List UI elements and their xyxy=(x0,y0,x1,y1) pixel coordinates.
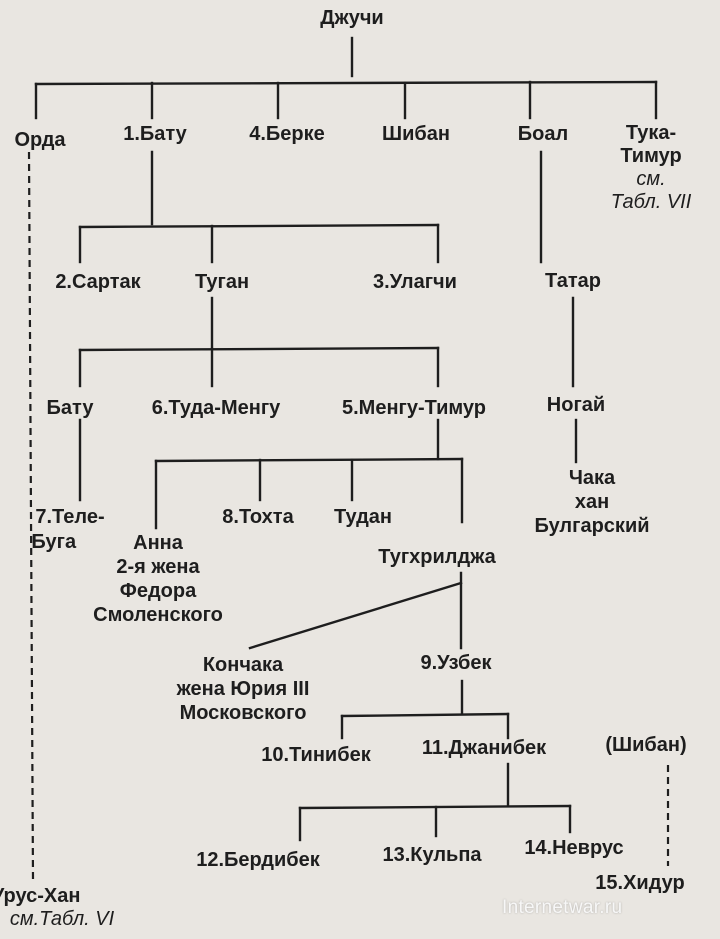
node-ulagchi: 3.Улагчи xyxy=(373,271,457,293)
node-nevrus: 14.Неврус xyxy=(524,837,624,859)
node-batu-1: 1.Бату xyxy=(123,123,187,145)
connector xyxy=(34,80,658,86)
watermark: Internetwar.ru xyxy=(502,897,623,918)
node-tuka-timur: Тука- Тимур см. Табл. VII xyxy=(610,122,692,213)
node-shiban: Шибан xyxy=(382,123,450,145)
node-tugan: Туган xyxy=(194,271,250,293)
connector xyxy=(154,457,464,463)
dashed-connector-orda xyxy=(27,151,35,881)
node-batu-2: Бату xyxy=(46,397,94,419)
node-tuda-mengu: 6.Туда-Менгу xyxy=(151,397,281,419)
node-konchaka: Кончака жена Юрия III Московского xyxy=(176,654,310,724)
node-tokhta: 8.Тохта xyxy=(222,506,294,528)
node-anna: Анна 2-я жена Федора Смоленского xyxy=(93,532,223,626)
node-shiban-2: (Шибан) xyxy=(605,734,687,756)
connector xyxy=(78,346,440,352)
node-nogai: Ногай xyxy=(546,394,606,416)
node-orda: Орда xyxy=(14,129,66,151)
node-tatar: Татар xyxy=(545,270,601,292)
node-uzbek: 9.Узбек xyxy=(420,652,492,674)
node-boal: Боал xyxy=(517,123,569,145)
node-urus-khan: Урус-Хан см.Табл. VI xyxy=(0,885,115,930)
node-mengu-timur: 5.Менгу-Тимур xyxy=(341,397,487,419)
node-berke: 4.Берке xyxy=(249,123,325,145)
node-tudan: Тудан xyxy=(334,506,392,528)
node-berdibek: 12.Бердибек xyxy=(196,849,320,871)
node-jochi: Джучи xyxy=(320,7,384,29)
node-khidur: 15.Хидур xyxy=(595,872,685,894)
node-kulpa: 13.Кульпа xyxy=(382,844,482,866)
node-tinibek: 10.Тинибек xyxy=(261,744,371,766)
connector xyxy=(78,223,440,229)
node-tughrilja: Тугхрилджа xyxy=(378,546,496,568)
node-janibek: 11.Джанибек xyxy=(421,737,547,759)
node-tele-buga: 7.Теле- Буга xyxy=(31,506,105,553)
connector xyxy=(248,581,463,650)
connector xyxy=(340,712,510,718)
node-sartak: 2.Сартак xyxy=(55,271,141,293)
node-chaka: Чака хан Булгарский xyxy=(534,467,650,537)
